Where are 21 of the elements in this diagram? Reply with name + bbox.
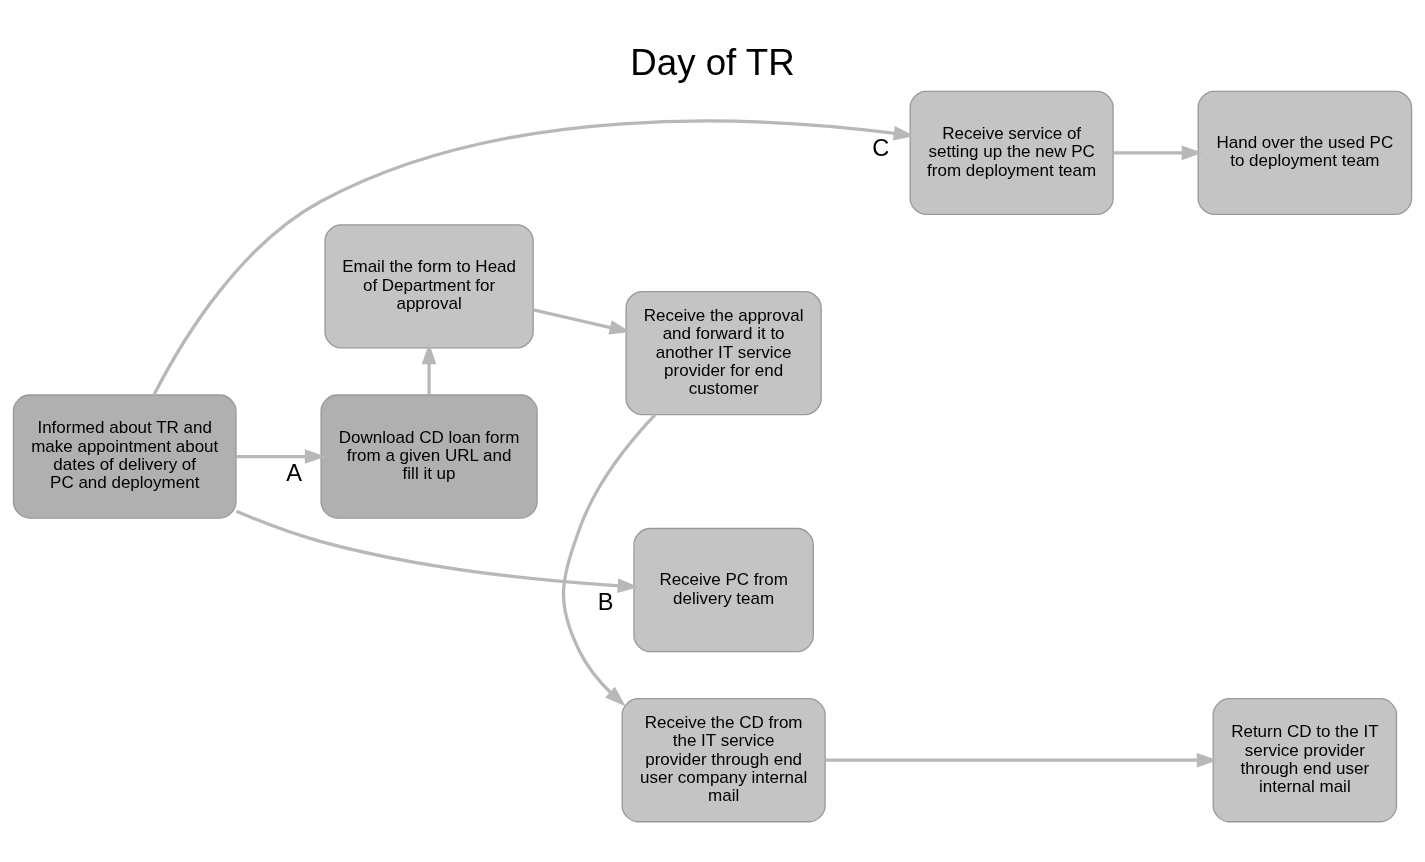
edge-label: B (597, 588, 614, 615)
arrow (235, 509, 639, 594)
arrow (1113, 145, 1203, 161)
arrow (825, 752, 1218, 768)
node-box: Hand over the used PC to deployment team (1197, 90, 1413, 215)
arrow (561, 413, 657, 707)
arrow (421, 343, 437, 395)
edge-label: C (872, 135, 890, 162)
node-box: Return CD to the IT service provider through end user internal mail (1212, 698, 1398, 823)
node-box: Email the form to Head of Department for approval (324, 224, 534, 349)
node-box: Download CD loan form from a given URL and fill it up (320, 394, 538, 519)
node-box: Informed about TR and make appointment about dates of delivery of PC and deployment (12, 394, 237, 519)
node-box: Receive the approval and forward it to another IT service provider for end customer (625, 290, 822, 416)
arrow (152, 119, 915, 396)
node-box: Receive the CD from the IT service provider through end user company internal mail (621, 698, 826, 823)
arrow (532, 308, 631, 335)
arrow (236, 449, 326, 464)
node-box: Receive service of setting up the new PC from deployment team (909, 90, 1114, 215)
node-box: Receive PC from delivery team (633, 527, 814, 653)
diagram-title: Day of TR (630, 41, 795, 83)
edge-label: A (286, 460, 302, 487)
